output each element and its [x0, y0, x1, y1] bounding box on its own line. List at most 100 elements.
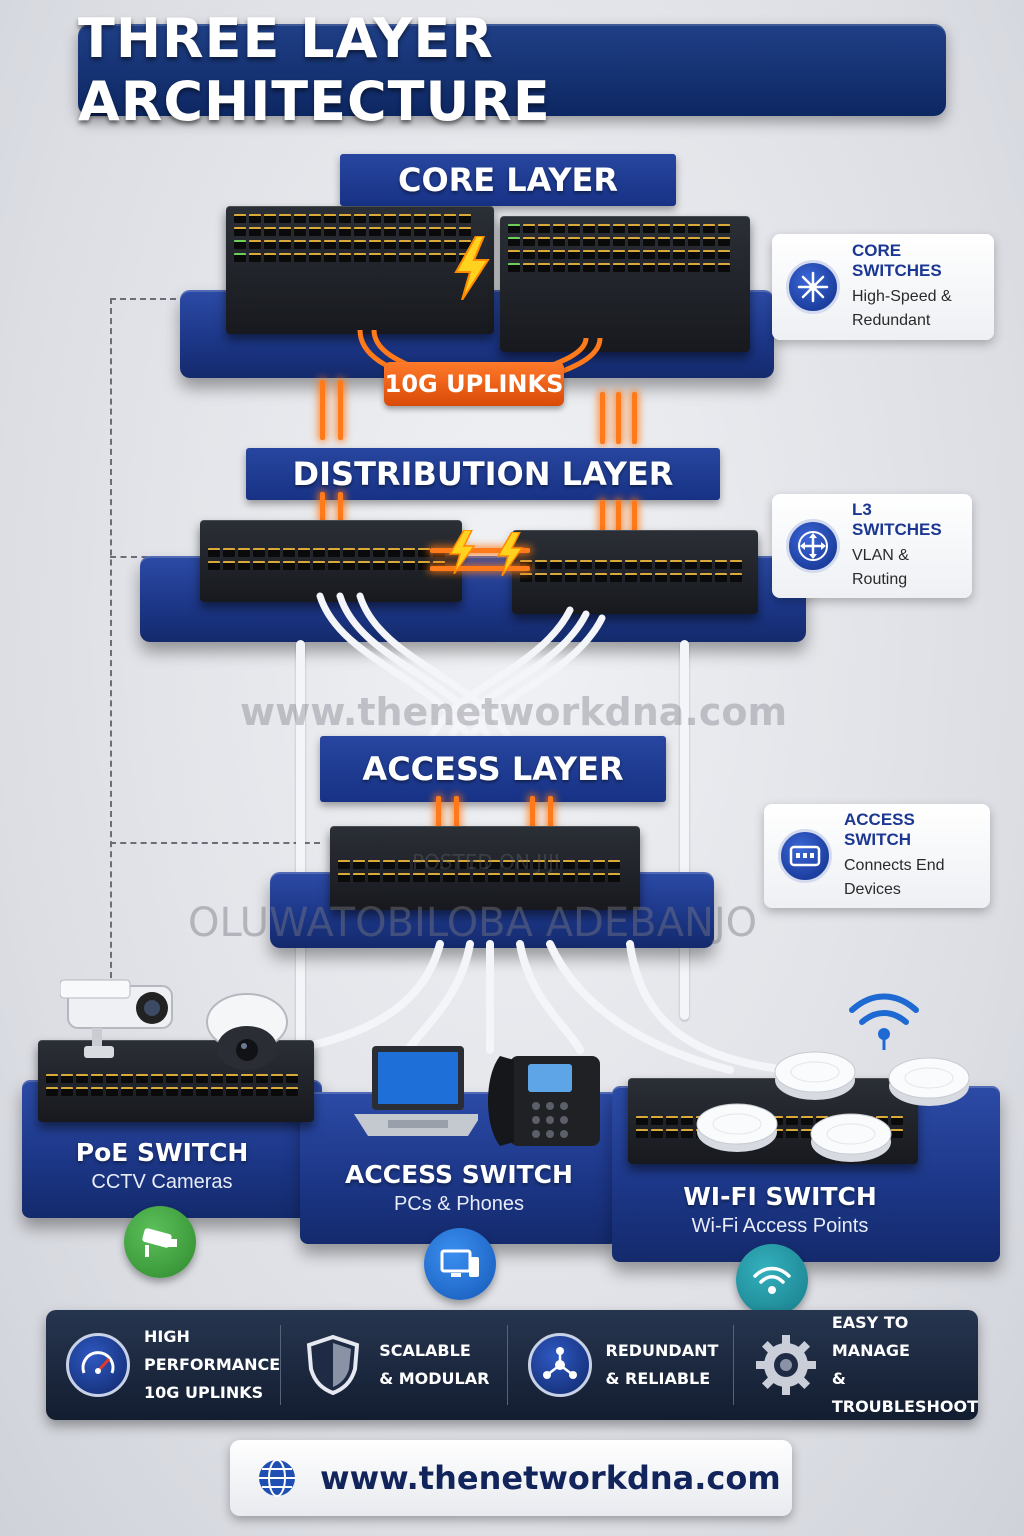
title-banner: THREE LAYER ARCHITECTURE: [78, 7, 946, 133]
lightning-icon: [448, 530, 476, 574]
core-info-line2: Redundant: [852, 312, 931, 329]
core-layer-label: CORE LAYER: [340, 154, 676, 206]
distribution-access-cables: [316, 592, 606, 744]
core-info-line1: High-Speed &: [852, 288, 952, 305]
access-point-icon: [774, 1051, 856, 1100]
poe-module-label: PoE SWITCH CCTV Cameras: [22, 1138, 302, 1194]
laptop-icon: [354, 1046, 478, 1136]
access-layer-text: ACCESS LAYER: [362, 750, 624, 788]
access-downlink-cables: [286, 940, 794, 1074]
access-point-icon: [696, 1103, 778, 1152]
wifi-badge-icon: [736, 1244, 808, 1316]
speedometer-icon: [66, 1333, 130, 1397]
globe-icon: [259, 1459, 295, 1497]
ip-phone-icon: [488, 1056, 600, 1146]
uplink-cable: [600, 392, 605, 444]
wifi-module-sub: Wi-Fi Access Points: [691, 1215, 869, 1237]
feature-performance-line1: HIGH PERFORMANCE: [144, 1327, 281, 1374]
access-point-icon: [888, 1057, 970, 1106]
distribution-interlink: [430, 548, 530, 553]
access-module-sub: PCs & Phones: [393, 1193, 525, 1215]
uplink-cable: [320, 380, 325, 440]
access-info-line1: Connects End: [844, 857, 945, 874]
feature-scalable-line1: SCALABLE: [379, 1341, 471, 1360]
wifi-module-label: WI-FI SWITCH Wi-Fi Access Points: [630, 1182, 930, 1238]
distribution-info-line1: VLAN &: [852, 547, 909, 564]
feature-bar: HIGH PERFORMANCE 10G UPLINKS SCALABLE & …: [46, 1310, 978, 1420]
feature-scalable: SCALABLE & MODULAR: [281, 1325, 508, 1405]
access-info-title: ACCESS SWITCH: [844, 810, 915, 849]
gear-icon: [754, 1333, 818, 1397]
feature-redundant-line1: REDUNDANT: [605, 1341, 719, 1360]
uplink-badge: 10G UPLINKS: [384, 362, 564, 406]
watermark-site: www.thenetworkdna.com: [240, 690, 788, 734]
feature-scalable-line2: & MODULAR: [379, 1369, 490, 1388]
lightning-icon: [496, 532, 524, 576]
uplink-cable: [616, 500, 621, 536]
cctv-badge-icon: [124, 1206, 196, 1278]
access-layer-label: ACCESS LAYER: [320, 736, 666, 802]
shield-icon: [301, 1333, 365, 1397]
feature-manage-line1: EASY TO MANAGE: [831, 1313, 910, 1360]
watermark-posted: POSTED ON JIJI: [412, 850, 560, 874]
core-switch-1: [226, 206, 494, 334]
bullet-camera-icon: [60, 979, 173, 1058]
side-cable: [680, 640, 689, 1020]
core-info-title: CORE SWITCHES: [852, 241, 942, 280]
feature-performance: HIGH PERFORMANCE 10G UPLINKS: [46, 1325, 282, 1405]
uplink-cable: [548, 796, 553, 840]
core-info-card: CORE SWITCHES High-Speed & Redundant: [772, 234, 994, 340]
page-title: THREE LAYER ARCHITECTURE: [78, 7, 551, 133]
core-switch-icon: [786, 260, 840, 314]
uplink-cable: [338, 380, 343, 440]
uplink-cable: [454, 796, 459, 840]
access-point-icon: [810, 1113, 892, 1162]
network-nodes-icon: [527, 1333, 592, 1397]
feature-performance-line2: 10G UPLINKS: [144, 1383, 264, 1402]
lightning-icon: [454, 236, 490, 300]
pc-badge-icon: [424, 1228, 496, 1300]
website-url-text: www.thenetworkdna.com: [320, 1459, 781, 1497]
switch-icon: [778, 829, 832, 883]
distribution-info-title: L3 SWITCHES: [852, 500, 942, 539]
uplink-cable: [632, 500, 637, 536]
dome-camera-icon: [206, 993, 288, 1070]
router-icon: [786, 519, 840, 573]
distribution-layer-label: DISTRIBUTION LAYER: [246, 448, 720, 500]
poe-module-sub: CCTV Cameras: [91, 1171, 233, 1193]
distribution-info-line2: Routing: [852, 571, 908, 588]
access-info-line2: Devices: [844, 881, 901, 898]
uplink-badge-text: 10G UPLINKS: [384, 370, 564, 398]
access-switch-main: [330, 826, 640, 910]
access-module-label: ACCESS SWITCH PCs & Phones: [300, 1160, 618, 1216]
core-switch-2: [500, 216, 750, 352]
uplink-cable: [600, 500, 605, 536]
wifi-module-title: WI-FI SWITCH: [683, 1182, 877, 1211]
uplink-cable: [530, 796, 535, 840]
access-module-title: ACCESS SWITCH: [345, 1160, 573, 1189]
distribution-switch-2: [512, 530, 758, 614]
uplink-cable: [632, 392, 637, 444]
dashed-connector: [110, 298, 206, 300]
wifi-signal-icon: [849, 993, 919, 1050]
distribution-info-card: L3 SWITCHES VLAN & Routing: [772, 494, 972, 598]
core-layer-text: CORE LAYER: [397, 161, 619, 199]
distribution-interlink: [430, 566, 530, 571]
poe-module-title: PoE SWITCH: [75, 1138, 249, 1167]
side-cable: [296, 640, 305, 1060]
access-info-card: ACCESS SWITCH Connects End Devices: [764, 804, 990, 908]
uplink-cable: [436, 796, 441, 840]
feature-manage-line2: & TROUBLESHOOT: [831, 1369, 979, 1416]
feature-redundant: REDUNDANT & RELIABLE: [508, 1325, 734, 1405]
distribution-switch-1: [200, 520, 462, 602]
distribution-layer-text: DISTRIBUTION LAYER: [292, 455, 674, 493]
watermark-author: OLUWATOBILOBA ADEBANJO: [188, 900, 758, 946]
uplink-cable: [616, 392, 621, 444]
feature-manage: EASY TO MANAGE & TROUBLESHOOT: [734, 1313, 978, 1416]
dashed-connector: [110, 842, 320, 844]
website-link[interactable]: www.thenetworkdna.com: [230, 1440, 792, 1516]
dashed-connector: [110, 298, 112, 988]
feature-redundant-line2: & RELIABLE: [605, 1369, 711, 1388]
uplink-cable: [320, 492, 325, 522]
uplink-cable: [338, 492, 343, 522]
